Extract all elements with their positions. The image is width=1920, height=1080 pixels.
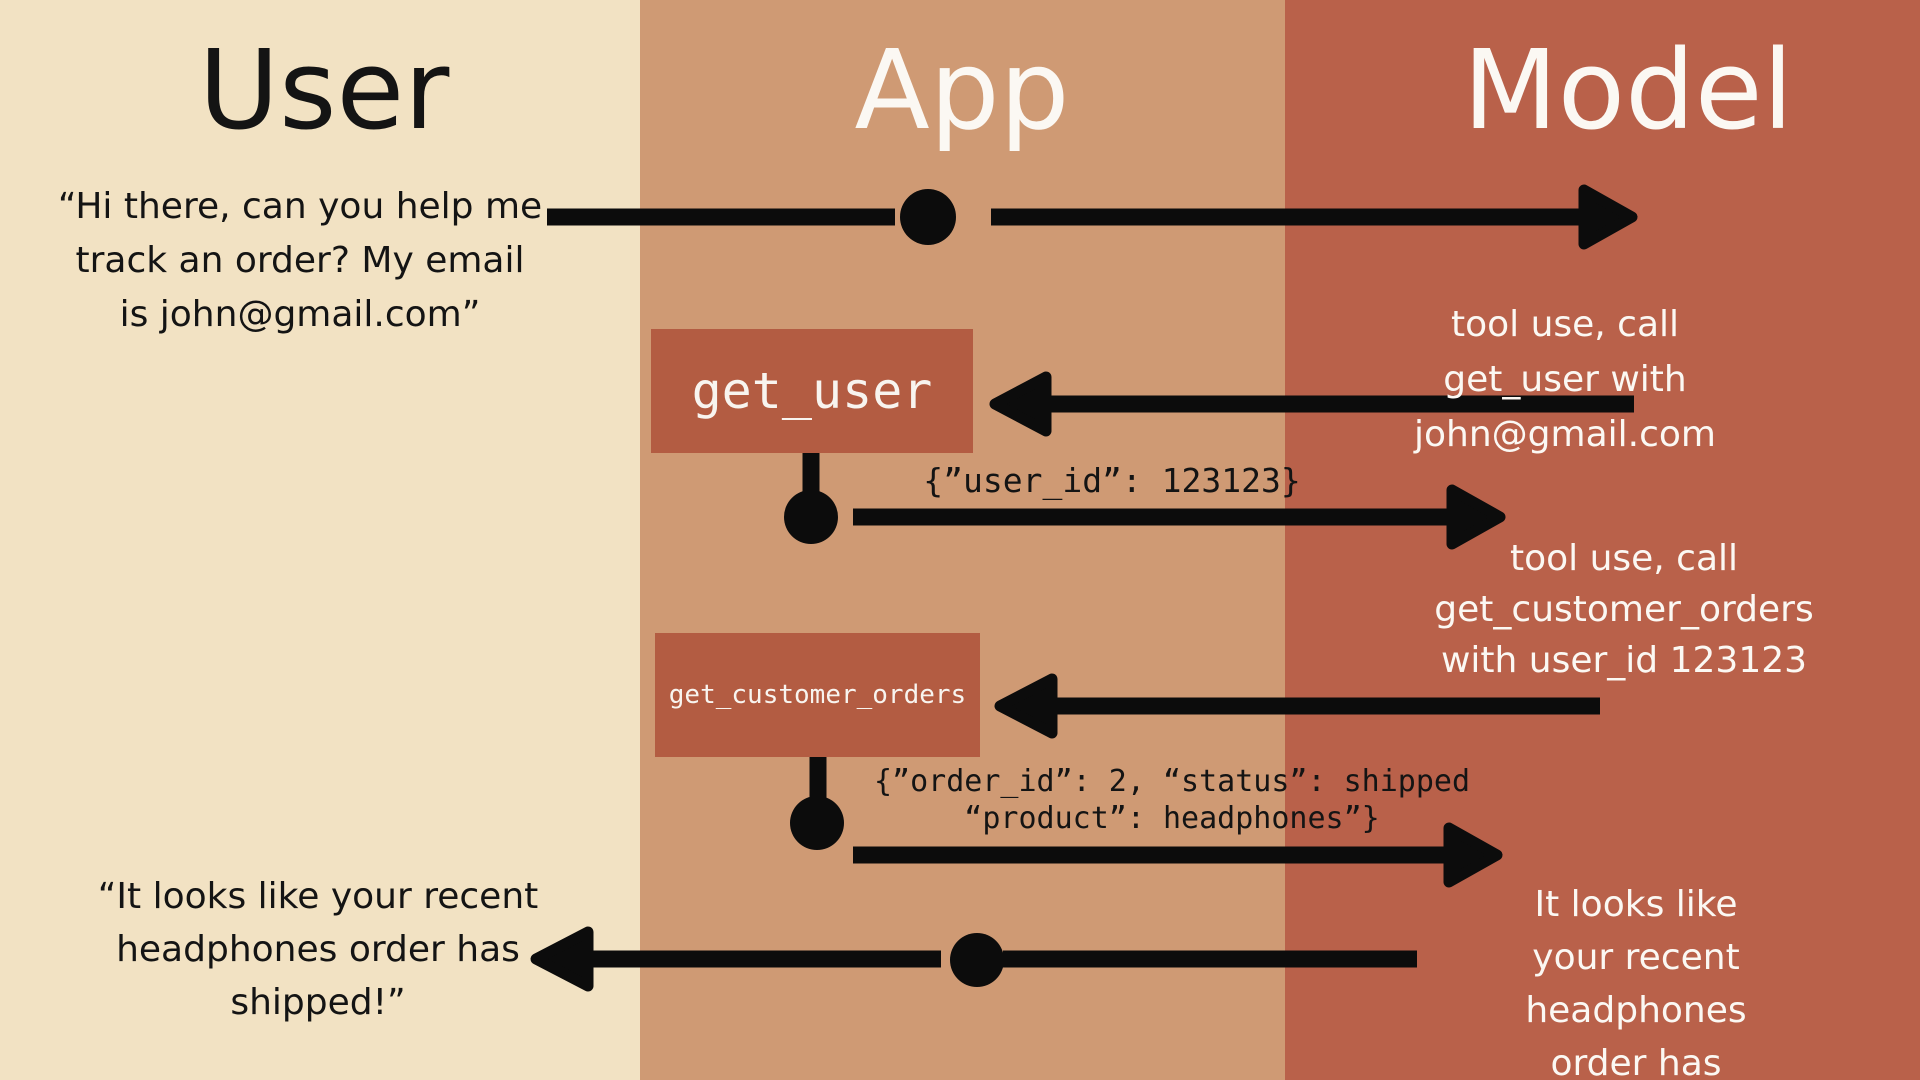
final-response-message: “It looks like your recent headphones or…	[97, 876, 539, 1023]
tool-result-1-json: {”user_id”: 123123}	[923, 461, 1301, 500]
app-lane-background	[640, 0, 1285, 1080]
lane-title-app: App	[854, 26, 1070, 154]
lane-title-user: User	[198, 26, 450, 154]
arrowhead-left-3	[530, 926, 594, 992]
arrow-tool-call-get-user	[989, 371, 1634, 437]
arrowhead-right-1	[1578, 184, 1638, 250]
arrow-user-request-to-model	[547, 184, 1638, 250]
model-note-tool-call-2: tool use, call get_customer_orders with …	[1434, 538, 1814, 681]
tool-result-2-json: {”order_id”: 2, “status”: shipped “produ…	[873, 764, 1471, 836]
lane-title-model: Model	[1462, 26, 1794, 154]
tool-box-get-user-label: get_user	[691, 362, 933, 420]
arrowhead-right-2	[1446, 484, 1506, 550]
tool-box-get-customer-orders-label: get_customer_orders	[668, 680, 967, 710]
arrow-tool-result-2-to-model	[790, 756, 1503, 888]
arrowhead-right-3	[1443, 822, 1503, 888]
arrow-final-response-to-user	[530, 926, 1417, 992]
arrow-tool-result-1-to-model	[784, 450, 1506, 550]
model-final-answer-note: It looks like your recent headphones ord…	[1525, 884, 1747, 1080]
arrowhead-left-1	[989, 371, 1052, 437]
arrow-tool-call-get-customer-orders	[994, 673, 1600, 739]
model-note-tool-call-1: tool use, call get_user with john@gmail.…	[1414, 304, 1716, 455]
arrowhead-left-2	[994, 673, 1058, 739]
tool-node-dot-1	[784, 490, 838, 544]
user-request-message: “Hi there, can you help me track an orde…	[57, 186, 543, 335]
tool-box-get-user: get_user	[651, 329, 973, 453]
app-node-dot-2	[950, 933, 1004, 987]
app-node-dot-1	[900, 189, 956, 245]
model-lane-background	[1285, 0, 1920, 1080]
tool-box-get-customer-orders: get_customer_orders	[655, 633, 980, 757]
tool-node-dot-2	[790, 796, 844, 850]
user-lane-background	[0, 0, 640, 1080]
